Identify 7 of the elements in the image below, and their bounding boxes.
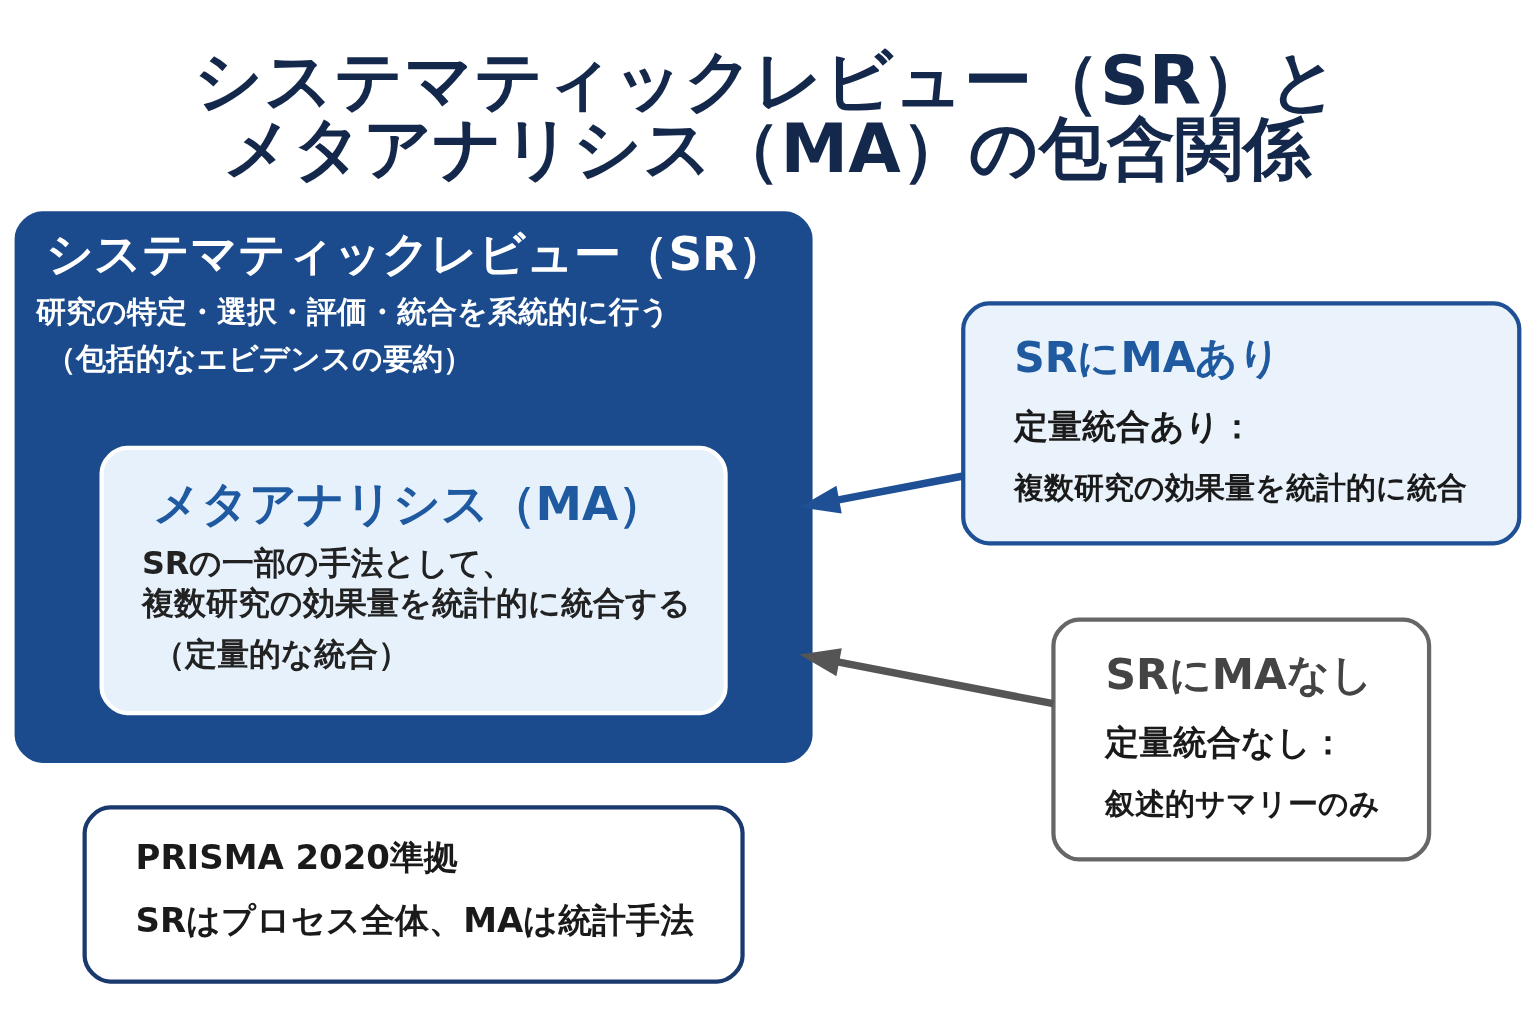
arrow: [799, 471, 964, 514]
node-box: メタアナリシス（MA） SRの一部の手法として、複数研究の効果量を統計的に統合する（定量的な統合）: [99, 445, 728, 715]
node-box: SRにMAなし 定量統合なし： 叙述的サマリーのみ: [1051, 617, 1432, 862]
diagram-title: システマティックレビュー（SR）とメタアナリシス（MA）の包含関係: [193, 40, 1340, 188]
node-box: SRにMAあり 定量統合あり： 複数研究の効果量を統計的に統合: [961, 300, 1522, 545]
node-box: PRISMA 2020準拠 SRはプロセス全体、MAは統計手法: [82, 804, 745, 984]
arrow: [799, 647, 1054, 707]
